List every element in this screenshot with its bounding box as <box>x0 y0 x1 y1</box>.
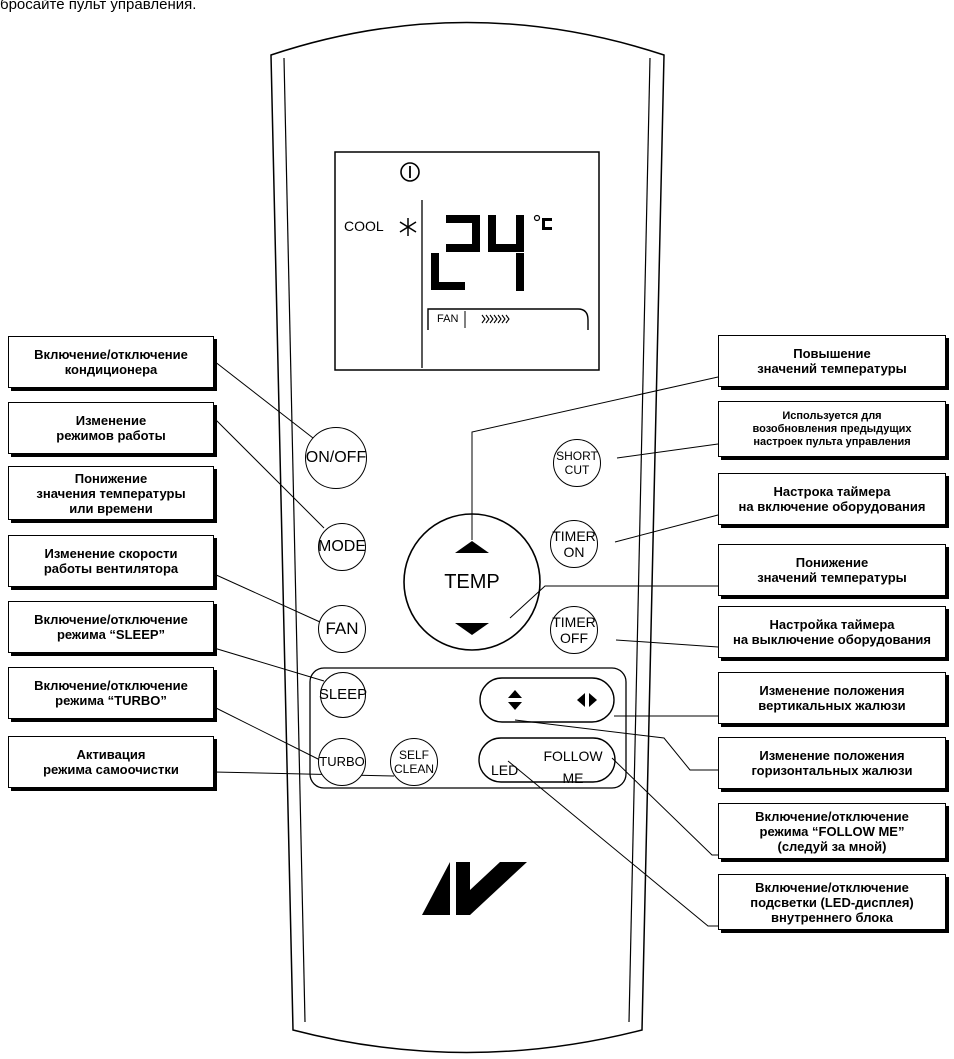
led-button[interactable]: LED <box>491 762 519 778</box>
lower-panel <box>309 667 627 789</box>
turbo-button[interactable]: TURBO <box>318 738 366 786</box>
leader-lines <box>213 360 719 927</box>
celsius-icon <box>533 214 552 230</box>
snowflake-icon <box>399 218 417 236</box>
digit-4 <box>488 215 524 291</box>
temp-button[interactable]: TEMP <box>444 571 500 593</box>
follow-me-button[interactable]: FOLLOW ME <box>543 748 603 786</box>
mode-button[interactable]: MODE <box>318 523 366 571</box>
led-follow-pill <box>478 737 616 783</box>
sleep-button[interactable]: SLEEP <box>319 672 367 718</box>
fan-text: FAN <box>437 313 459 325</box>
power-icon <box>400 162 420 182</box>
temp-up-icon <box>455 541 489 553</box>
horizontal-louver-icon <box>577 693 597 707</box>
digit-2 <box>431 215 480 290</box>
lcd-display <box>334 151 600 371</box>
fan-speed-icon <box>481 314 510 324</box>
vertical-louver-icon <box>508 690 522 710</box>
temp-down-icon <box>455 623 489 635</box>
top-caption: бросайте пульт управления. <box>0 0 197 13</box>
fan-bar <box>427 308 589 330</box>
on-off-button[interactable]: ON/OFF <box>305 427 367 489</box>
mode-text: COOL <box>344 218 384 234</box>
louver-pill <box>479 677 615 723</box>
remote-inner-right <box>628 57 651 1023</box>
remote-inner-left <box>283 57 306 1023</box>
fan-button[interactable]: FAN <box>318 605 366 653</box>
brand-logo <box>422 862 527 915</box>
